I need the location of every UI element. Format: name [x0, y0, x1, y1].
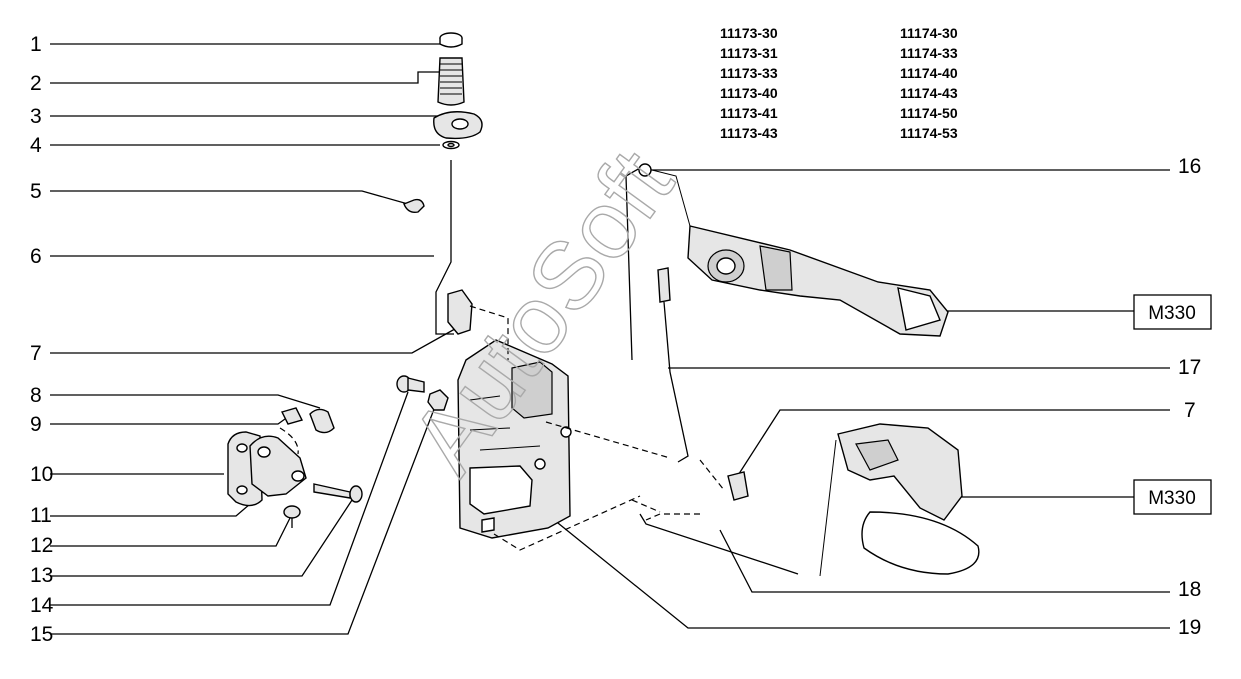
callout-8: 8 [30, 384, 42, 407]
code-col2-4: 11174-43 [900, 85, 958, 101]
callout-11: 11 [30, 504, 52, 527]
callout-19: 19 [1178, 616, 1201, 639]
callout-12: 12 [30, 534, 53, 557]
part-7-clip-right [727, 471, 749, 501]
lock-rod-guide [469, 305, 509, 360]
callout-7: 7 [30, 342, 42, 365]
ref-box-label: M330 [1148, 303, 1196, 324]
callout-14: 14 [30, 594, 54, 617]
part-4-washer [442, 140, 460, 150]
assembly-arrow-9 [279, 427, 299, 455]
part-6-lock-rod [435, 160, 473, 335]
part-15-nut [427, 389, 449, 411]
part-14-screw [396, 375, 425, 393]
rod-guide-17 [545, 421, 671, 459]
callout-7-right: 7 [1184, 399, 1196, 422]
callout-1: 1 [30, 33, 42, 56]
code-col1-2: 11173-31 [720, 45, 778, 61]
part-19-lock-body [457, 339, 572, 539]
code-col1-6: 11173-43 [720, 125, 778, 141]
code-col2-6: 11174-53 [900, 125, 958, 141]
callout-16: 16 [1178, 155, 1201, 178]
callout-4: 4 [30, 134, 42, 157]
part-16-key-rod [625, 163, 652, 361]
right-callout-numbers: 16 17 7 18 19 [1178, 155, 1201, 639]
callout-15: 15 [30, 623, 53, 646]
callout-3: 3 [30, 105, 42, 128]
callout-10: 10 [30, 463, 53, 486]
part-18-inner-rod [631, 499, 799, 575]
part-1-cap [439, 32, 463, 48]
code-col2-3: 11174-40 [900, 65, 958, 81]
outer-door-handle [643, 167, 949, 337]
callout-6: 6 [30, 245, 42, 268]
model-codes-block: 11173-30 11173-31 11173-33 11173-40 1117… [720, 25, 958, 141]
code-col1-5: 11173-41 [720, 105, 778, 121]
code-col2-1: 11174-30 [900, 25, 958, 41]
part-11-striker [249, 435, 307, 497]
code-col1-4: 11173-40 [720, 85, 778, 101]
ref-box-inner-handle: M330 [1133, 479, 1212, 515]
callout-5: 5 [30, 180, 42, 203]
ref-box-label: M330 [1148, 488, 1196, 509]
code-col2-5: 11174-50 [900, 105, 958, 121]
arrow-17-to-7 [699, 459, 725, 491]
callout-13: 13 [30, 564, 53, 587]
code-col1-1: 11173-30 [720, 25, 778, 41]
part-12-screw [283, 505, 301, 528]
callout-17: 17 [1178, 356, 1201, 379]
part-5-clip [403, 198, 425, 214]
part-2-boot [437, 57, 465, 106]
lock-body-plane [493, 495, 641, 551]
part-3-escutcheon [433, 111, 483, 140]
leader-lines [50, 43, 1170, 635]
inner-door-handle [819, 423, 980, 577]
code-col1-3: 11173-33 [720, 65, 778, 81]
ref-box-outer-handle: M330 [1133, 294, 1212, 330]
part-13-bolt [313, 483, 363, 503]
callout-9: 9 [30, 413, 42, 436]
callout-18: 18 [1178, 578, 1201, 601]
part-9-pin [280, 407, 304, 425]
callout-2: 2 [30, 72, 42, 95]
part-8-bushing [309, 408, 335, 434]
code-col2-2: 11174-33 [900, 45, 958, 61]
left-callout-numbers: 1 2 3 4 5 6 7 8 9 10 11 12 13 14 15 [30, 33, 54, 646]
part-17-handle-rod [657, 267, 689, 463]
